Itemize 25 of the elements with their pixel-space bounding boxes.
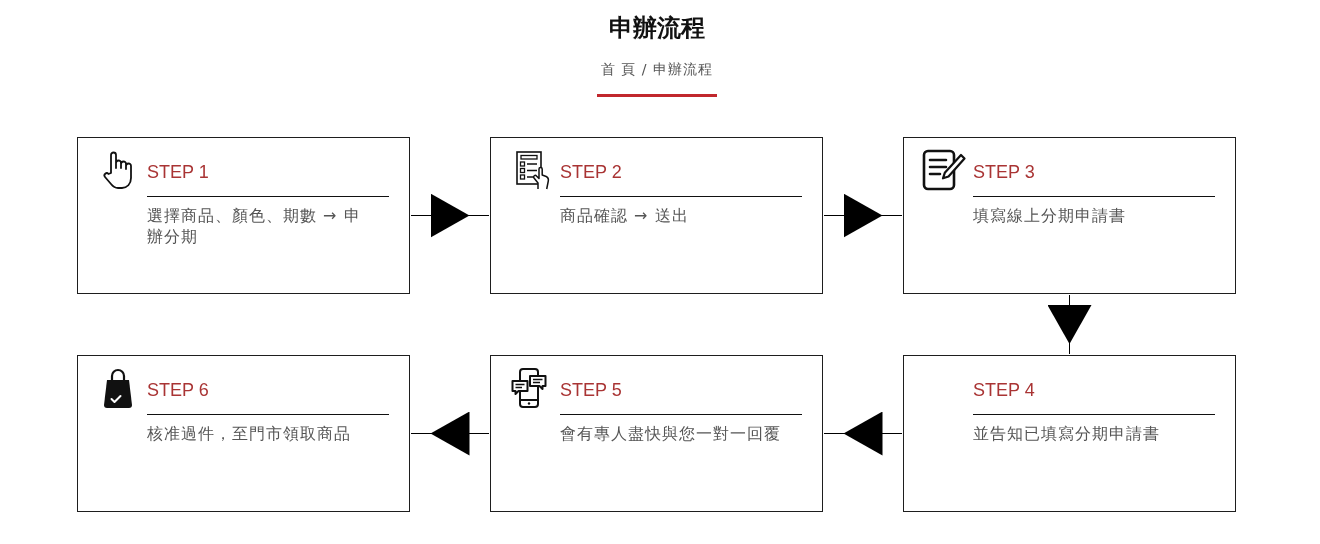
step-description: 會有專人盡快與您一對一回覆 <box>560 423 781 444</box>
arrow <box>823 193 903 238</box>
page-title: 申辦流程 <box>609 13 705 43</box>
arrow <box>823 411 903 456</box>
step-description: 商品確認 → 送出 <box>560 205 689 226</box>
step-card <box>490 355 823 512</box>
step-card <box>77 355 410 512</box>
arrow <box>410 193 490 238</box>
step-card <box>903 355 1236 512</box>
step-description: 選擇商品、顏色、期數 → 申辦分期 <box>147 205 362 247</box>
step-card <box>490 137 823 294</box>
step-heading: STEP 1 <box>147 161 209 183</box>
step-card <box>903 137 1236 294</box>
step-heading: STEP 5 <box>560 379 622 401</box>
step-heading: STEP 4 <box>973 379 1035 401</box>
step-description: 填寫線上分期申請書 <box>973 205 1126 226</box>
breadcrumb: 首 頁 / 申辦流程 <box>600 60 714 78</box>
step-card <box>77 137 410 294</box>
arrow <box>410 411 490 456</box>
step-heading: STEP 3 <box>973 161 1035 183</box>
step-description: 並告知已填寫分期申請書 <box>973 423 1160 444</box>
step-heading: STEP 6 <box>147 379 209 401</box>
step-heading: STEP 2 <box>560 161 622 183</box>
step-description: 核准過件，至門市領取商品 <box>147 423 351 444</box>
arrow <box>1047 294 1092 355</box>
